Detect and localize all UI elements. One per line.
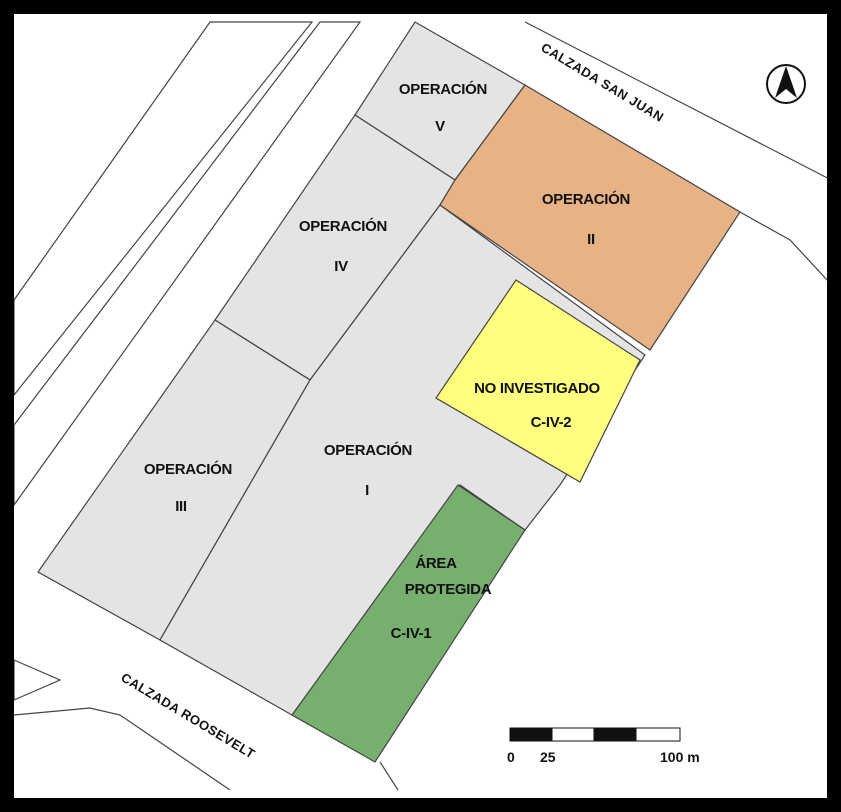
op-i-title: OPERACIÓN — [324, 441, 412, 459]
protegida-title-line2: PROTEGIDA — [405, 581, 492, 598]
street-edges — [13, 21, 841, 791]
north-arrow-icon — [766, 64, 806, 104]
scale-seg-2 — [551, 727, 595, 742]
san-juan-south-edge — [739, 211, 841, 296]
operation-zones — [37, 21, 741, 763]
zone-no-investigado — [435, 279, 641, 483]
scale-seg-3 — [593, 727, 637, 742]
roosevelt-south-edge — [13, 707, 231, 791]
san-juan-north-edge — [524, 21, 841, 186]
op-ii-title: OPERACIÓN — [542, 190, 630, 208]
scale-label-100: 100 m — [660, 749, 700, 765]
surrounding-parcels — [13, 21, 362, 701]
op-ii-numeral: II — [587, 231, 595, 248]
east-edge-fragment — [379, 761, 399, 791]
no-investigado-title: NO INVESTIGADO — [474, 380, 600, 397]
protegida-title-line1: ÁREA — [415, 555, 457, 572]
op-iii-numeral: III — [175, 498, 187, 515]
op-iv-numeral: IV — [334, 258, 348, 275]
op-i-numeral: I — [365, 482, 369, 499]
op-v-title: OPERACIÓN — [399, 80, 487, 98]
protegida-code: C-IV-1 — [391, 625, 432, 642]
op-v-numeral: V — [435, 118, 445, 135]
op-iv-title: OPERACIÓN — [299, 217, 387, 235]
scale-label-0: 0 — [507, 749, 515, 765]
scale-seg-1 — [509, 727, 553, 742]
op-iii-title: OPERACIÓN — [144, 460, 232, 478]
scale-seg-4 — [635, 727, 681, 742]
scale-label-25: 25 — [540, 749, 556, 765]
zone-area-protegida — [291, 484, 526, 763]
no-investigado-code: C-IV-2 — [531, 414, 572, 431]
scale-bar: 0 25 100 m — [507, 727, 700, 765]
zone-operacion-ii — [439, 84, 741, 351]
parcel-sw-fragment — [13, 659, 62, 701]
